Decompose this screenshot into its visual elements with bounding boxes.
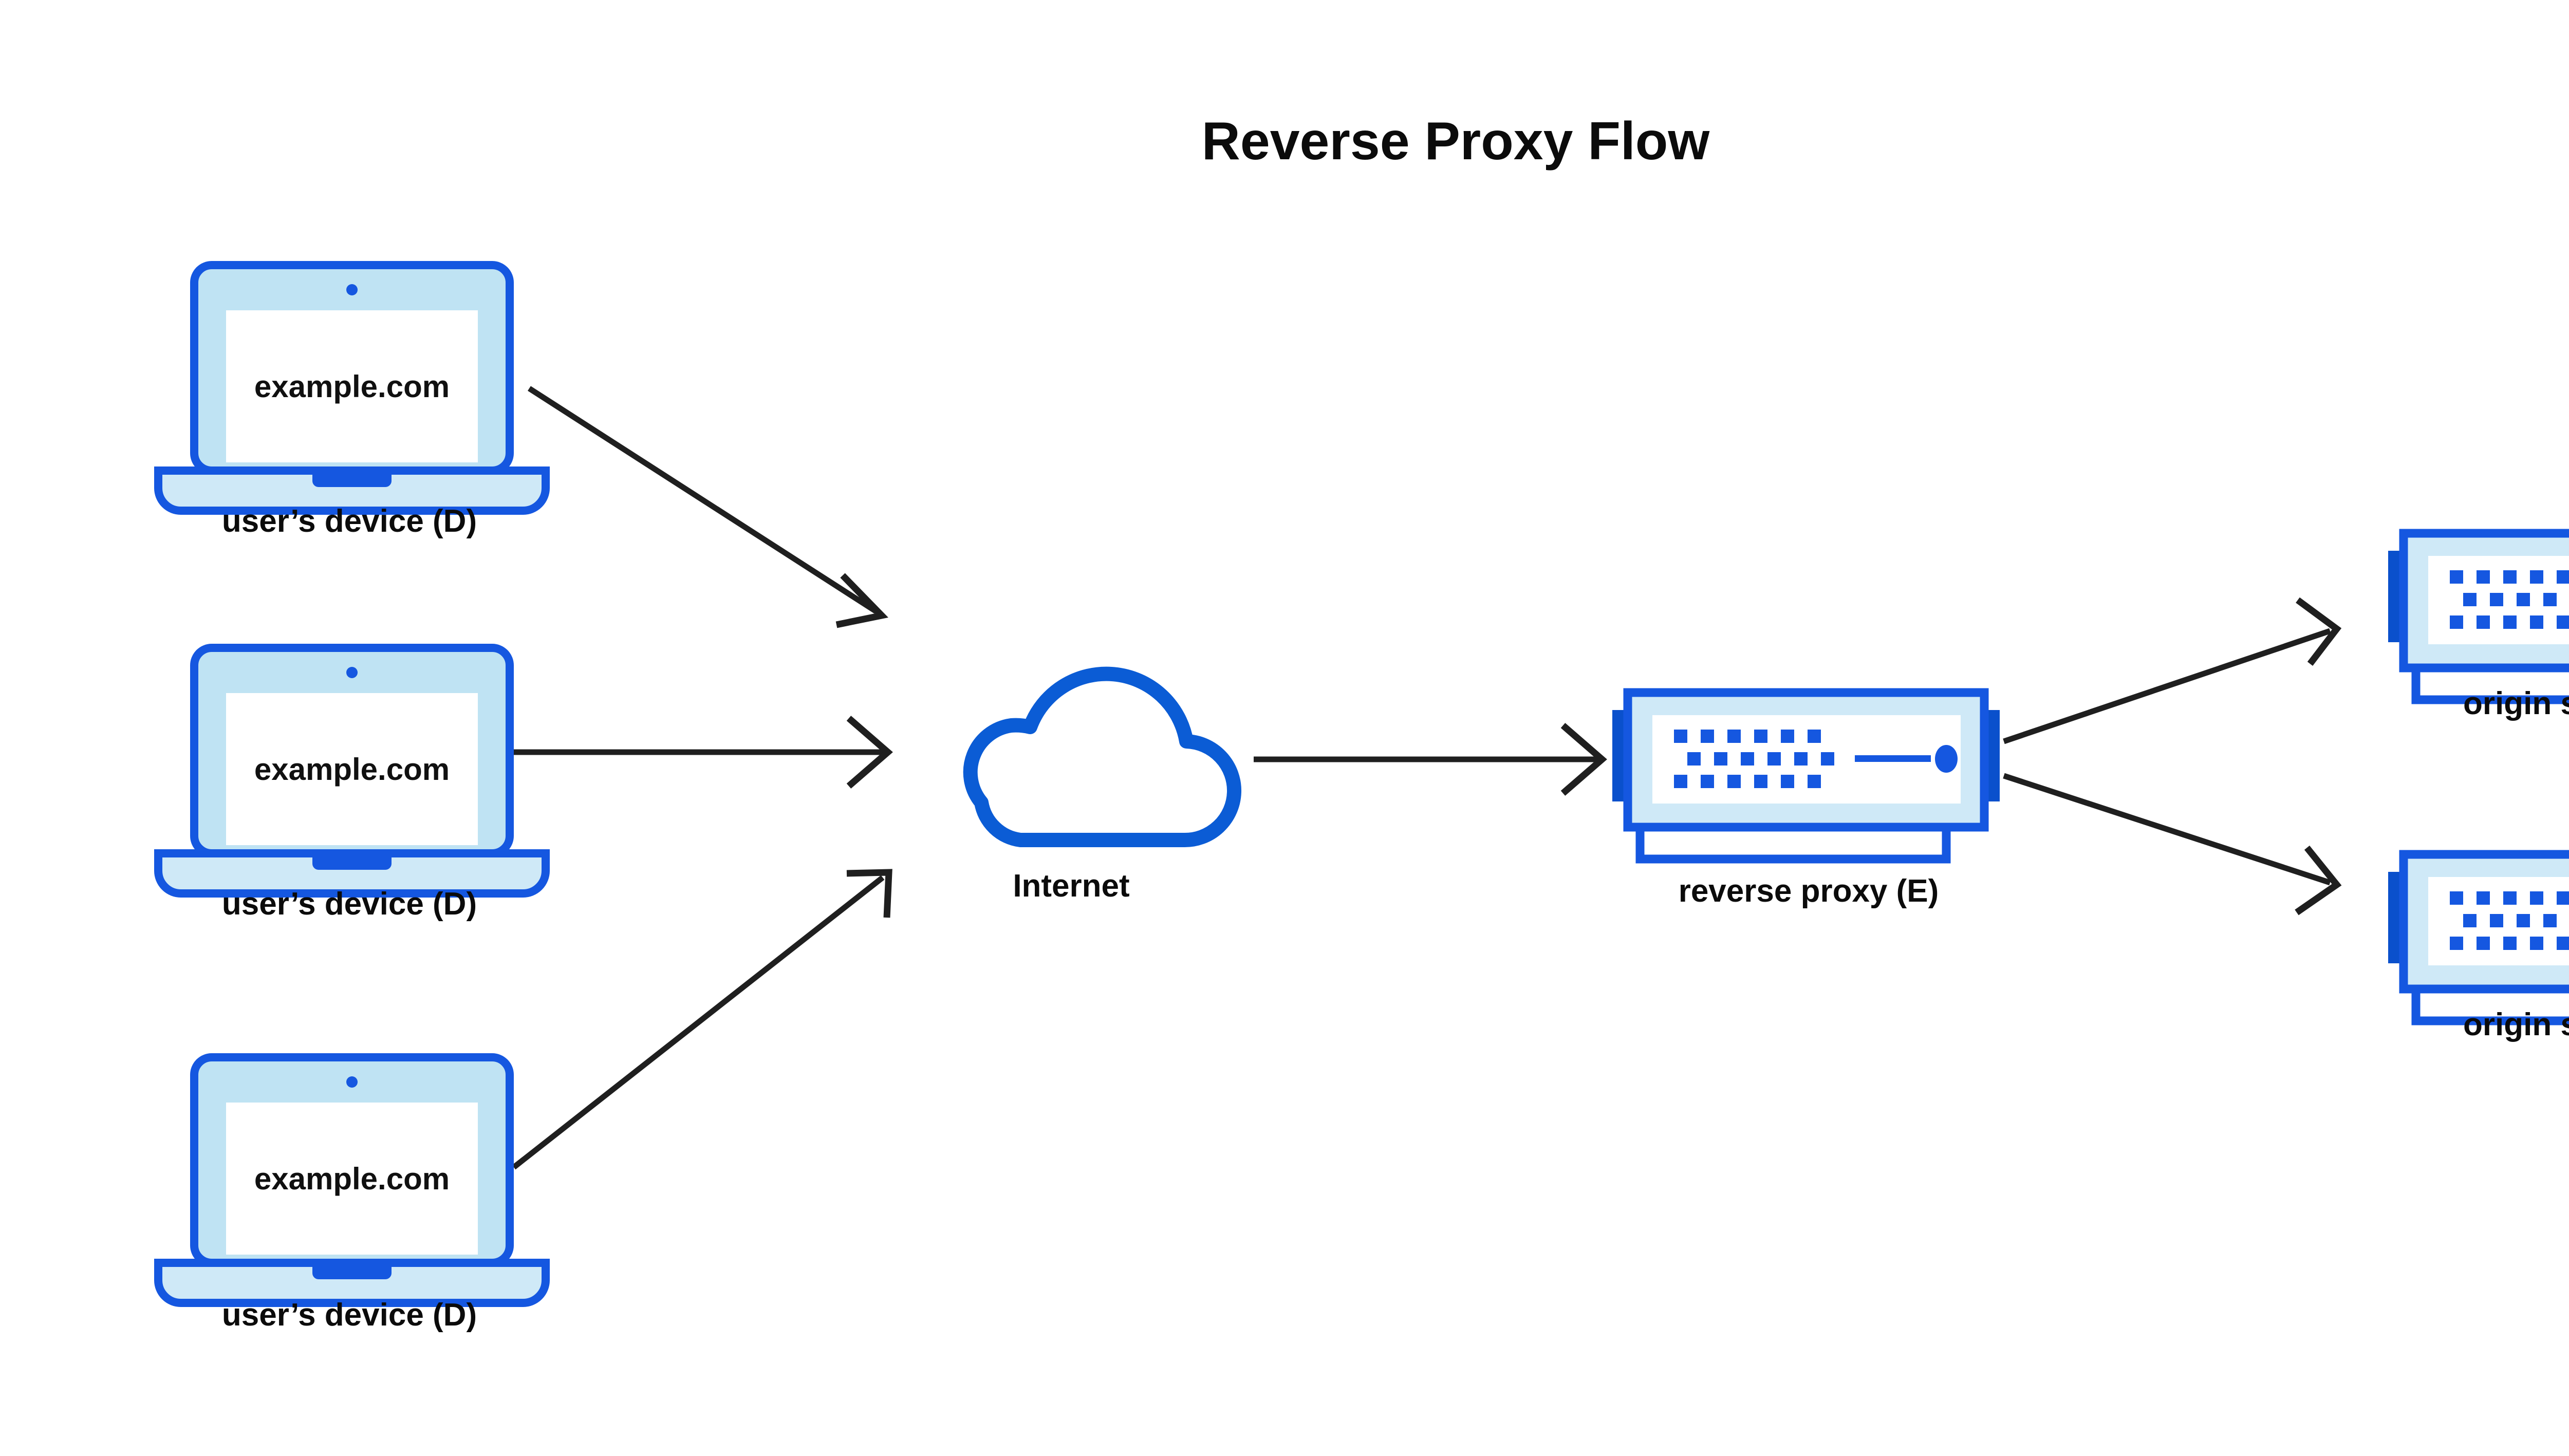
server-icon — [1612, 693, 2000, 859]
edge-internet-to-proxy — [1254, 723, 1607, 796]
device-screen-text: example.com — [254, 752, 450, 787]
edge-device2-to-internet — [506, 716, 893, 789]
reverse-proxy-label: reverse proxy (E) — [1679, 873, 1939, 909]
edge-device3-to-internet — [512, 869, 892, 1170]
origin-server-label: origin server (F) — [2463, 686, 2569, 721]
node-internet[interactable]: Internet — [971, 674, 1234, 904]
internet-label: Internet — [1013, 868, 1129, 904]
device-label: user’s device (D) — [222, 886, 477, 922]
device-label: user’s device (D) — [222, 503, 477, 539]
cloud-icon — [971, 674, 1234, 840]
server-icon — [2388, 533, 2569, 700]
edge-proxy-to-origin1 — [2003, 597, 2342, 744]
node-origin-server-2[interactable]: origin server (F) — [2388, 854, 2569, 1042]
device-screen-text: example.com — [254, 369, 450, 404]
edge-device1-to-internet — [528, 386, 888, 628]
server-icon — [2388, 854, 2569, 1021]
flow-connectors — [506, 386, 2342, 1170]
device-label: user’s device (D) — [222, 1297, 477, 1333]
origin-server-label: origin server (F) — [2463, 1007, 2569, 1042]
page-title: Reverse Proxy Flow — [1202, 111, 1710, 171]
node-reverse-proxy[interactable]: reverse proxy (E) — [1612, 693, 2000, 909]
node-device-1[interactable]: example.com user’s device (D) — [158, 265, 546, 539]
device-screen-text: example.com — [254, 1162, 450, 1196]
node-origin-server-1[interactable]: origin server (F) — [2388, 533, 2569, 721]
node-device-3[interactable]: example.com user’s device (D) — [158, 1057, 546, 1333]
edge-proxy-to-origin2 — [2003, 773, 2342, 916]
node-device-2[interactable]: example.com user’s device (D) — [158, 648, 546, 922]
